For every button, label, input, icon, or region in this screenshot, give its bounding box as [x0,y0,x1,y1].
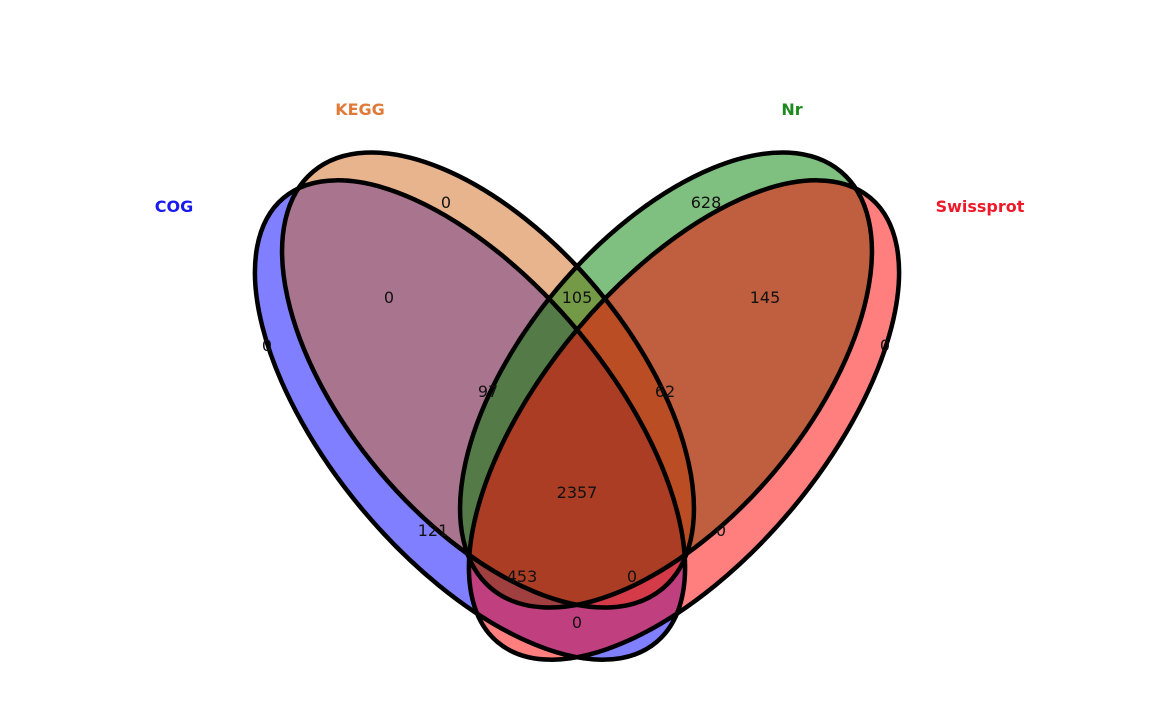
count-kegg-nr: 105 [562,288,593,307]
count-kegg-only: 0 [441,193,451,212]
count-cog-kegg-swissprot: 0 [627,567,637,586]
count-cog-only: 0 [262,336,272,355]
kegg-ellipse-outline [279,150,697,610]
count-nr-only: 628 [691,193,722,212]
count-cog-nr-swissprot: 453 [507,567,538,586]
count-kegg-swissprot: 0 [716,521,726,540]
kegg-label: KEGG [335,100,385,119]
swissprot-ellipse-fill [468,180,900,660]
swissprot-label: Swissprot [936,197,1025,216]
swissprot-ellipse-outline [466,178,902,662]
count-cog-kegg: 0 [384,288,394,307]
count-kegg-nr-swissprot: 62 [655,382,675,401]
count-cog-kegg-nr: 97 [478,382,498,401]
count-cog-nr: 121 [418,521,449,540]
count-nr-swissprot: 145 [750,288,781,307]
count-cog-swissprot: 0 [572,613,582,632]
nr-ellipse-outline [457,150,875,610]
count-swissprot-only: 0 [880,336,890,355]
cog-label: COG [155,197,193,216]
nr-label: Nr [781,100,802,119]
count-all-four: 2357 [557,483,598,502]
